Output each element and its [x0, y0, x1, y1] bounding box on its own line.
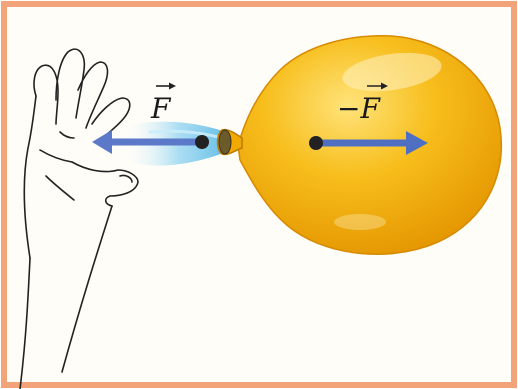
hand-knuckle — [60, 132, 74, 138]
force-point-right — [309, 136, 323, 150]
balloon-highlight-small — [334, 214, 386, 230]
force-point-left — [195, 135, 209, 149]
hand-crease — [40, 150, 72, 162]
force-label-left-group: F — [150, 83, 176, 126]
hand-finger-ring — [78, 62, 107, 128]
hand-wrist — [20, 258, 30, 389]
hand-crease-2 — [46, 176, 74, 200]
hand-icon — [20, 49, 138, 389]
hand-thumb — [72, 162, 138, 206]
force-label-right: −F — [337, 92, 381, 125]
force-arrow-left-head — [92, 130, 112, 154]
vector-overbar-left-head — [169, 83, 176, 90]
hand-thumb-nail — [120, 175, 132, 182]
hand-finger-index — [34, 65, 58, 124]
force-label-left: F — [150, 92, 172, 125]
balloon-mouth — [219, 130, 231, 154]
hand-wrist-inner — [62, 206, 112, 372]
hand-palm-edge — [24, 96, 36, 258]
